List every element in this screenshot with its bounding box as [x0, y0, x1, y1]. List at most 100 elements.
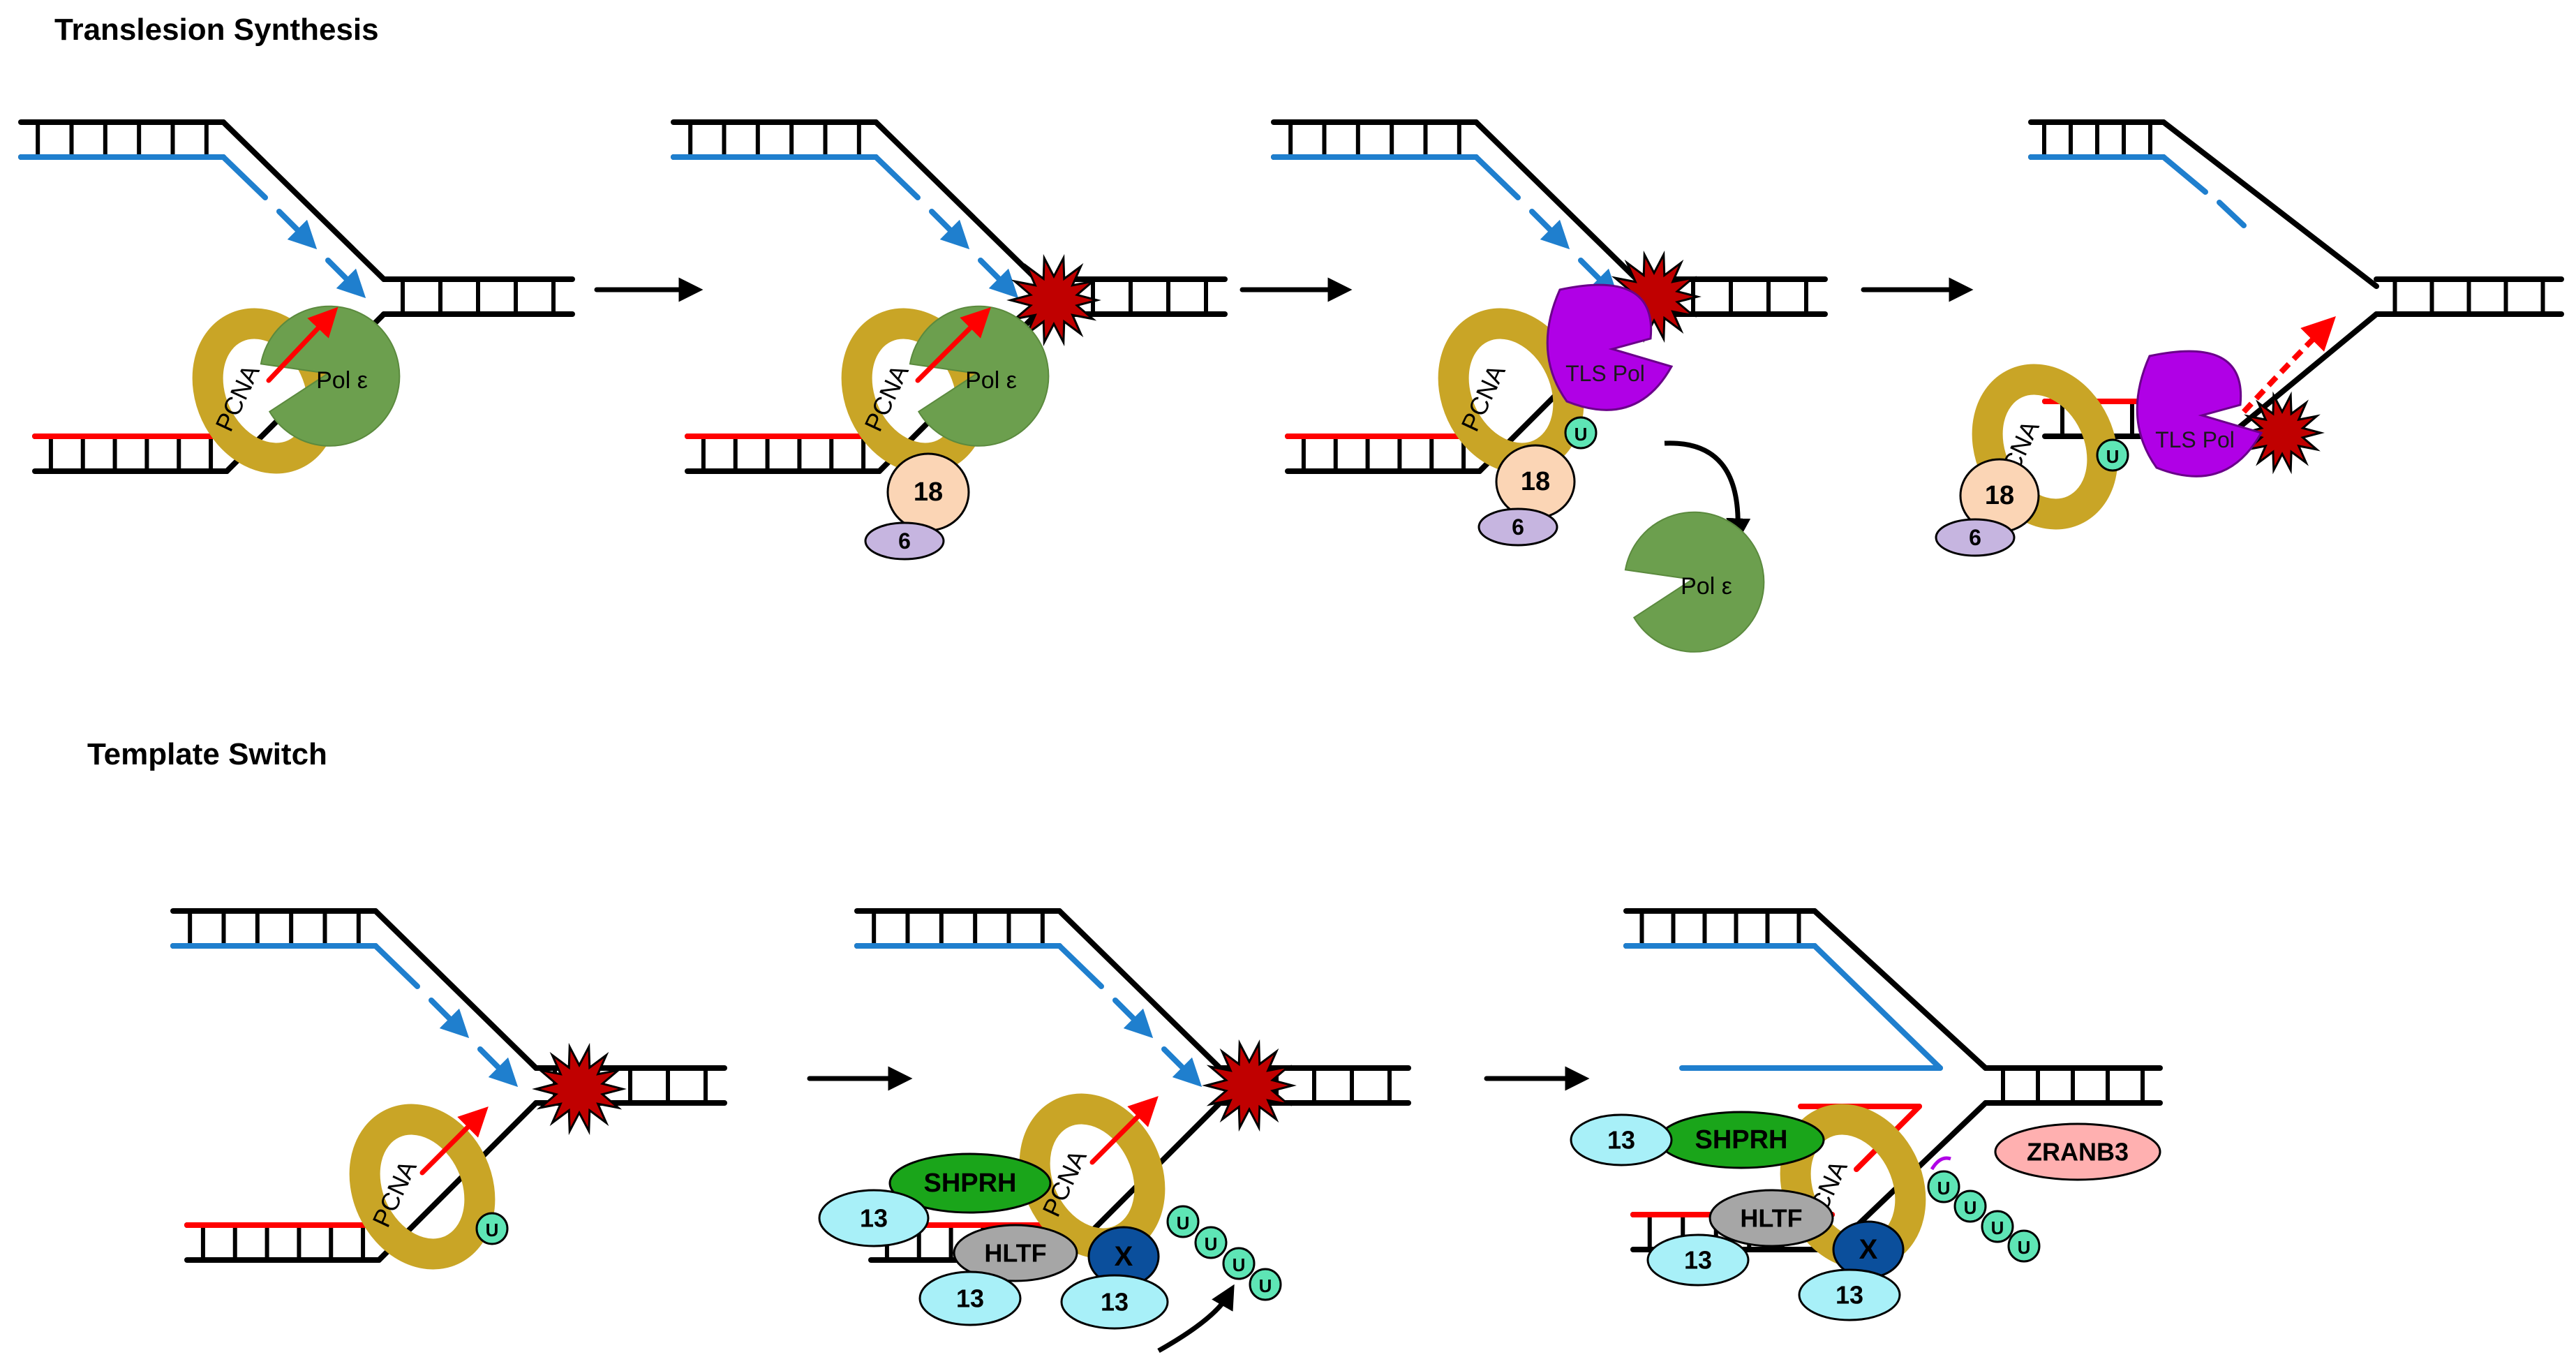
template-top-diagonal: [1812, 908, 1988, 1071]
ubiquitin-label: U: [486, 1220, 499, 1240]
lower-daughter-duplex: [685, 433, 882, 474]
template-top-diagonal: [373, 908, 539, 1071]
x-protein-label: X: [1859, 1234, 1878, 1265]
lagging-strand: [1812, 943, 1943, 1071]
ubiquitin-label: U: [1177, 1213, 1190, 1233]
okazaki-fragment: [276, 209, 318, 250]
ubiquitin-icon: U: [2007, 1229, 2041, 1263]
ubiquitin-icon: U: [2096, 438, 2129, 472]
tls-pol-label: TLS Pol: [2155, 427, 2235, 452]
tls-polymerase: TLS Pol: [2136, 350, 2263, 477]
ubc13-protein-label: 13: [1684, 1246, 1712, 1275]
lagging-strand: [373, 943, 420, 989]
ubiquitin-icon: U: [1222, 1247, 1256, 1280]
synthesis-direction-arrow: [1089, 1096, 1159, 1165]
parental-duplex: [381, 276, 575, 317]
hltf-protein-label: HLTF: [1740, 1204, 1802, 1233]
section-title-template-switch: Template Switch: [87, 737, 327, 771]
upper-parental-duplex: [1623, 908, 1817, 949]
rad18-protein: 18: [1495, 444, 1576, 519]
upper-parental-duplex: [2028, 119, 2166, 160]
ubiquitin-label: U: [2018, 1237, 2031, 1258]
ubiquitin-label: U: [1205, 1233, 1218, 1254]
rad18-protein-label: 18: [1985, 481, 2014, 510]
rad6-protein: 6: [864, 521, 945, 561]
ubiquitin-label: U: [1233, 1254, 1246, 1275]
okazaki-fragment: [2217, 200, 2247, 228]
synthesis-direction-arrow: [266, 306, 338, 383]
ubiquitin-label: U: [2106, 446, 2120, 467]
lagging-strand: [1473, 154, 1521, 200]
hltf-protein: HLTF: [1708, 1189, 1834, 1247]
lagging-strand: [221, 154, 268, 200]
rad18-protein: 18: [1959, 458, 2040, 533]
okazaki-fragment: [1112, 998, 1154, 1039]
pol-epsilon-label: Pol ε: [965, 367, 1017, 394]
parental-duplex: [2374, 276, 2564, 317]
ubiquitin-label: U: [1964, 1197, 1977, 1218]
okazaki-fragment: [929, 209, 970, 250]
hltf-protein: HLTF: [953, 1224, 1078, 1282]
okazaki-fragment: [1529, 209, 1570, 250]
x-protein: X: [1832, 1220, 1905, 1279]
ubc13-protein: 13: [1570, 1113, 1673, 1166]
upper-parental-duplex: [170, 908, 378, 949]
pol-epsilon: Pol ε: [1624, 511, 1765, 653]
synthesis-direction-arrow: [915, 307, 991, 383]
synthesis-direction-arrow: [419, 1106, 489, 1176]
pcna-ring: [349, 1104, 496, 1270]
pol-epsilon-label: Pol ε: [316, 367, 368, 394]
pol-epsilon-shape: [1624, 511, 1765, 653]
template-top-diagonal: [1473, 119, 1639, 282]
ubiquitin-label: U: [1574, 424, 1588, 445]
rad6-protein-label: 6: [1969, 525, 1981, 550]
rad18-protein-label: 18: [1521, 467, 1550, 496]
section-title-translesion-synthesis: Translesion Synthesis: [54, 13, 379, 47]
ubiquitin-label: U: [1259, 1275, 1272, 1296]
x-protein: X: [1087, 1226, 1160, 1287]
ubiquitin-icon: U: [1981, 1210, 2014, 1243]
tls-pol-shape: [2136, 350, 2263, 477]
pol-epsilon-shape: [909, 305, 1050, 447]
rad6-protein: 6: [1935, 518, 2016, 557]
zranb3-link: [1930, 1156, 1951, 1171]
rad18-protein: 18: [886, 452, 970, 532]
ubiquitin-icon: U: [1194, 1226, 1228, 1259]
ubc13-protein-label: 13: [860, 1204, 888, 1233]
bypass-synthesis-arrow: [2242, 316, 2336, 414]
template-top-diagonal: [2161, 119, 2379, 289]
ubiquitin-icon: U: [1953, 1190, 1987, 1223]
okazaki-fragment: [429, 998, 470, 1039]
release-arrow: [1664, 440, 1751, 543]
zranb3-protein-label: ZRANB3: [2027, 1138, 2129, 1166]
tls-pol-label: TLS Pol: [1565, 361, 1645, 386]
lagging-strand: [873, 154, 921, 200]
ubc13-protein-label: 13: [1101, 1288, 1129, 1317]
upper-parental-duplex: [854, 908, 1062, 949]
pol-epsilon-shape: [260, 305, 401, 447]
template-top-diagonal: [221, 119, 387, 282]
parental-duplex: [1983, 1065, 2163, 1106]
ubc13-protein-label: 13: [956, 1284, 984, 1313]
ubiquitin-label: U: [1937, 1178, 1951, 1199]
ubc13-protein: 13: [1060, 1274, 1169, 1330]
recruit-arrow: [1157, 1284, 1235, 1354]
template-top-diagonal: [873, 119, 1039, 282]
rad6-protein: 6: [1477, 507, 1558, 547]
ubiquitin-icon: U: [475, 1212, 509, 1245]
upper-parental-duplex: [18, 119, 226, 160]
ubiquitin-icon: U: [1927, 1170, 1960, 1203]
lagging-strand: [2161, 154, 2208, 195]
upper-parental-duplex: [671, 119, 879, 160]
tls-polymerase: TLS Pol: [1546, 283, 1674, 411]
okazaki-fragment: [978, 258, 1019, 299]
okazaki-fragment: [1161, 1046, 1203, 1088]
